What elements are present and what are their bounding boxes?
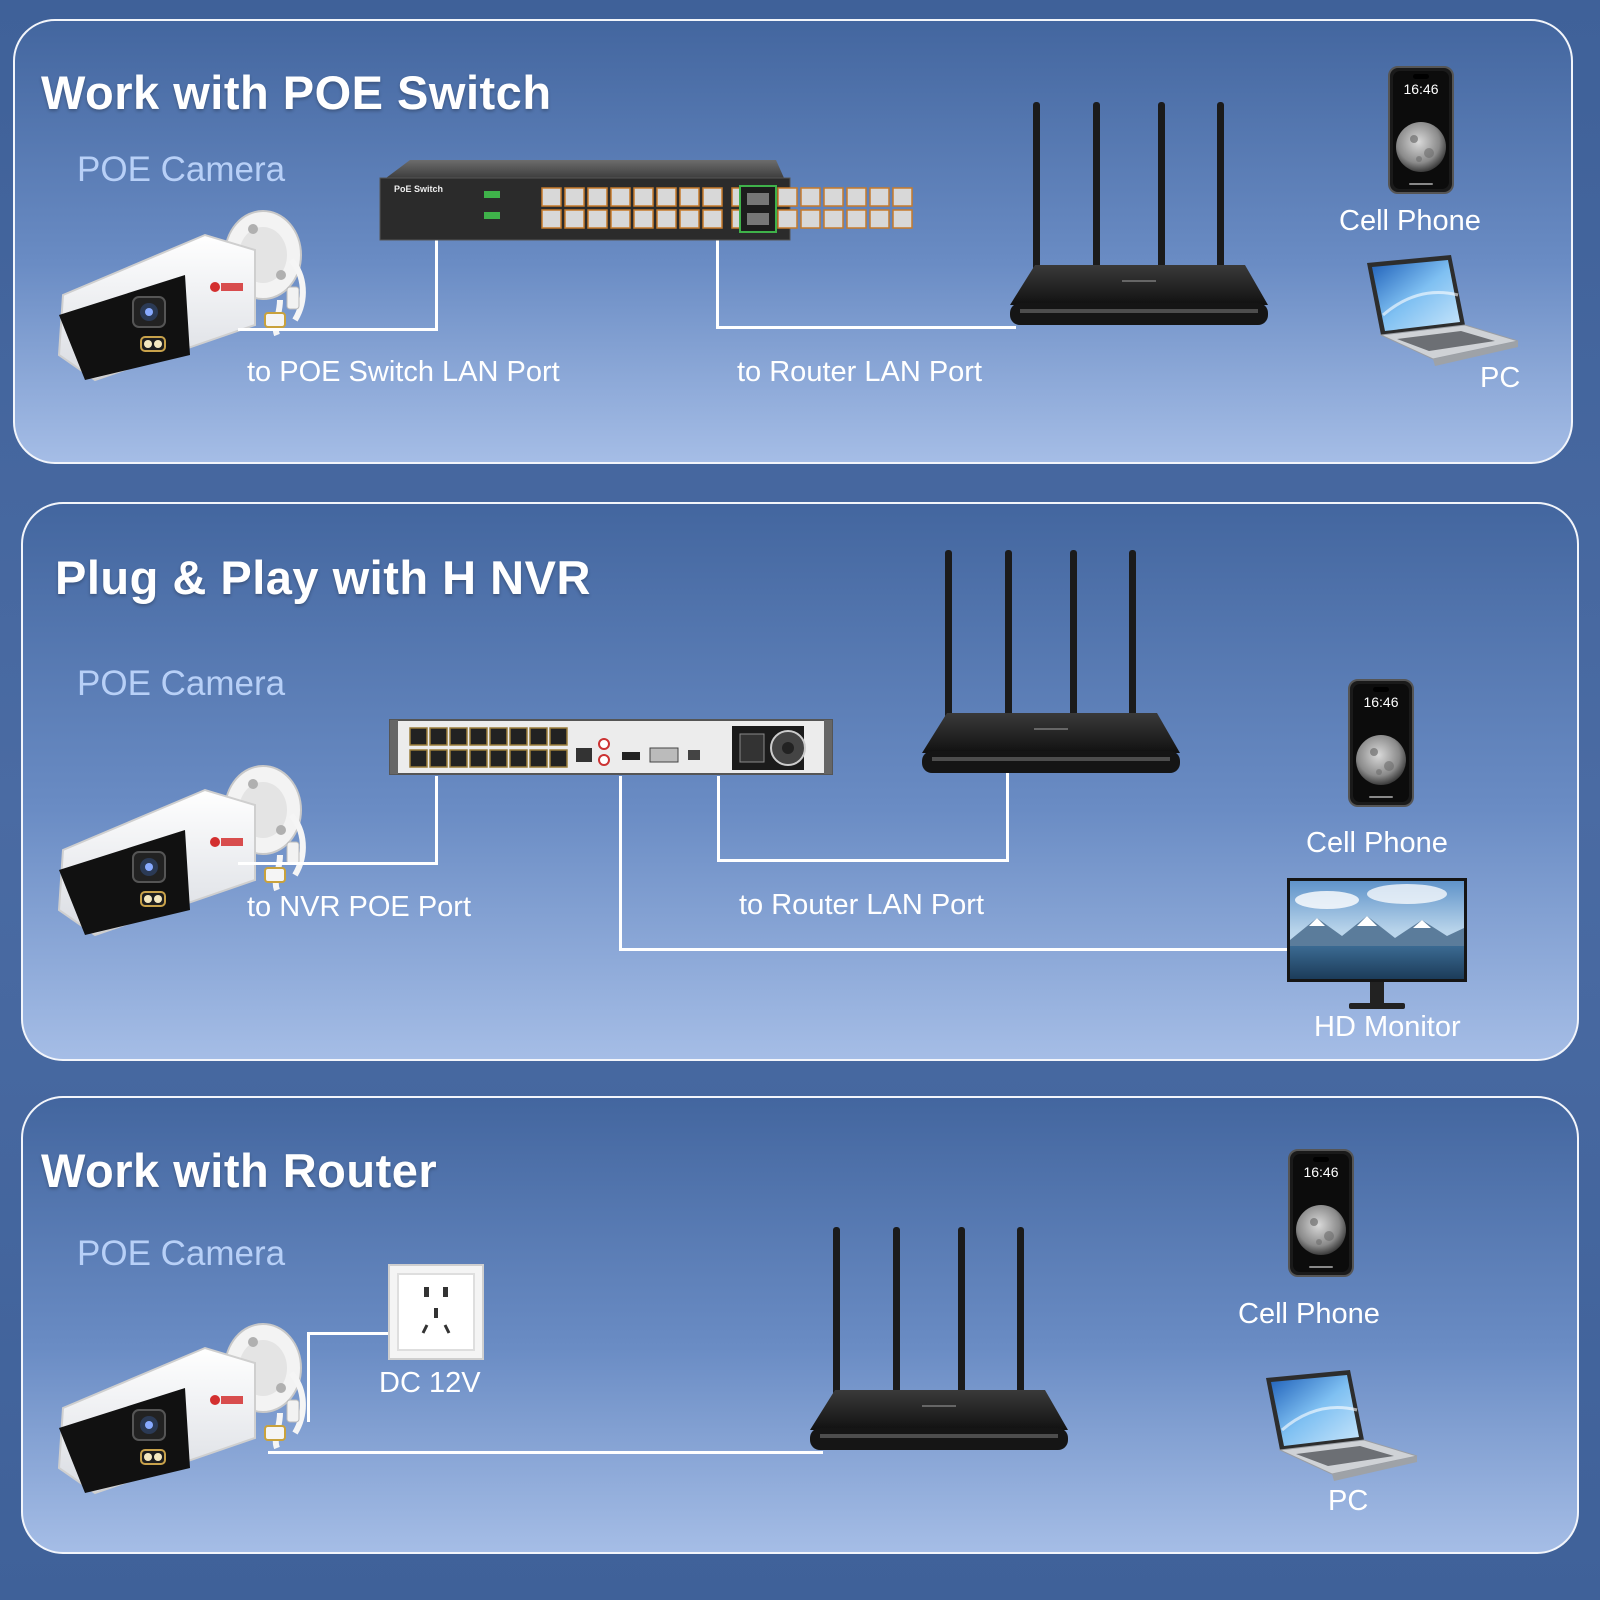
switch-port: [846, 209, 867, 229]
switch-port: [892, 187, 913, 207]
cell-phone-icon: 16:46: [1348, 679, 1414, 807]
wire-switch-to-router-riser: [716, 236, 719, 329]
switch-port: [679, 209, 700, 229]
wire-camera-to-switch: [238, 328, 438, 331]
switch-port: [777, 187, 798, 207]
switch-port: [823, 187, 844, 207]
panel-3-power-label: DC 12V: [379, 1367, 481, 1399]
panel-2-camera-label: POE Camera: [77, 664, 286, 703]
switch-brand-label: PoE Switch: [394, 184, 443, 194]
switch-port: [587, 187, 608, 207]
switch-port: [892, 209, 913, 229]
wire-nvr-to-monitor-riser: [619, 776, 622, 951]
nvr-poe-port: [549, 727, 568, 746]
nvr-poe-port: [469, 749, 488, 768]
panel-2-connection-1-label: to NVR POE Port: [247, 891, 472, 923]
switch-port: [587, 209, 608, 229]
wire-router-drop: [1006, 770, 1009, 862]
panel-1-connection-1-label: to POE Switch LAN Port: [247, 356, 560, 388]
nvr-poe-port: [429, 727, 448, 746]
panel-3-phone-label: Cell Phone: [1238, 1298, 1380, 1330]
nvr-poe-port: [509, 727, 528, 746]
wire-camera-to-router: [268, 1451, 823, 1454]
switch-port: [869, 209, 890, 229]
wire-camera-to-nvr: [238, 862, 438, 865]
panel-3-title: Work with Router: [41, 1144, 438, 1197]
panel-1-connection-2-label: to Router LAN Port: [737, 356, 982, 388]
switch-port: [777, 209, 798, 229]
nvr-poe-port: [549, 749, 568, 768]
panel-3-camera-label: POE Camera: [77, 1234, 286, 1273]
switch-port: [633, 209, 654, 229]
panel-1-camera-label: POE Camera: [77, 150, 286, 189]
poe-camera-icon: [55, 205, 325, 390]
switch-port: [633, 187, 654, 207]
router-icon: [922, 548, 1192, 783]
switch-port: [679, 187, 700, 207]
switch-port: [656, 187, 677, 207]
nvr-poe-port: [449, 727, 468, 746]
phone-time-text: 16:46: [1303, 1164, 1338, 1180]
wire-power-top: [307, 1332, 392, 1335]
switch-port: [541, 187, 562, 207]
switch-port: [800, 187, 821, 207]
nvr-poe-port: [429, 749, 448, 768]
switch-port: [564, 209, 585, 229]
panel-1-phone-label: Cell Phone: [1339, 205, 1481, 237]
monitor-icon: [1287, 878, 1467, 1013]
nvr-poe-port: [529, 749, 548, 768]
poe-camera-icon: [55, 1318, 325, 1503]
panel-2-monitor-label: HD Monitor: [1314, 1011, 1461, 1043]
nvr-poe-port: [409, 727, 428, 746]
switch-port: [846, 187, 867, 207]
switch-port: [702, 209, 723, 229]
phone-time-text: 16:46: [1403, 81, 1438, 97]
wire-nvr-to-router-riser: [717, 776, 720, 862]
laptop-icon: [1363, 255, 1519, 375]
nvr-poe-port: [449, 749, 468, 768]
nvr-poe-port: [509, 749, 528, 768]
wire-camera-to-nvr-riser: [435, 776, 438, 865]
switch-port: [541, 209, 562, 229]
switch-port: [869, 187, 890, 207]
wire-power-riser: [307, 1332, 310, 1422]
switch-port: [564, 187, 585, 207]
phone-time-text: 16:46: [1363, 694, 1398, 710]
switch-port: [610, 187, 631, 207]
cell-phone-icon: 16:46: [1388, 66, 1454, 194]
nvr-icon: [389, 718, 833, 778]
nvr-poe-port: [529, 727, 548, 746]
nvr-poe-port: [409, 749, 428, 768]
wire-camera-to-switch-riser: [435, 236, 438, 331]
panel-2-phone-label: Cell Phone: [1306, 827, 1448, 859]
router-icon: [810, 1225, 1080, 1460]
nvr-poe-port: [489, 749, 508, 768]
switch-port: [702, 187, 723, 207]
power-outlet-icon: [388, 1264, 484, 1360]
cell-phone-icon: 16:46: [1288, 1149, 1354, 1277]
switch-port: [656, 209, 677, 229]
laptop-icon: [1262, 1370, 1418, 1490]
panel-1-pc-label: PC: [1480, 362, 1521, 394]
panel-2-connection-2-label: to Router LAN Port: [739, 889, 984, 921]
switch-port: [800, 209, 821, 229]
panel-1-title: Work with POE Switch: [41, 66, 552, 119]
poe-camera-icon: [55, 760, 325, 945]
switch-port: [823, 209, 844, 229]
wire-nvr-to-router: [717, 859, 1009, 862]
panel-2-title: Plug & Play with H NVR: [55, 551, 591, 604]
wire-switch-to-router: [716, 326, 1016, 329]
panel-3-pc-label: PC: [1328, 1485, 1369, 1517]
wire-nvr-to-monitor: [619, 948, 1291, 951]
nvr-poe-port: [469, 727, 488, 746]
poe-switch-icon: PoE Switch: [379, 158, 913, 243]
router-icon: [1010, 100, 1280, 335]
switch-port: [610, 209, 631, 229]
nvr-poe-port: [489, 727, 508, 746]
